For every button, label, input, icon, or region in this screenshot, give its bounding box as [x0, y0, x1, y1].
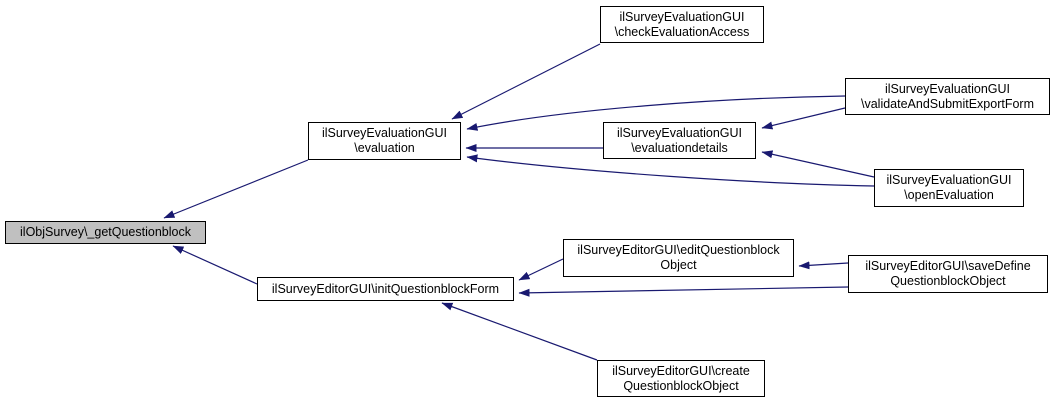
node-createQuestionblockObject[interactable]: ilSurveyEditorGUI\create QuestionblockOb…	[597, 360, 765, 397]
edge-validateAndSubmitExportForm-to-evaluation	[466, 95, 846, 131]
edge-openEvaluation-to-evaluation	[466, 154, 875, 187]
edge-editQuestionblockObject-to-initQuestionblockForm	[518, 258, 564, 281]
node-evaluationdetails[interactable]: ilSurveyEvaluationGUI \evaluationdetails	[603, 122, 756, 159]
edge-createQuestionblockObject-to-initQuestionblockForm	[441, 302, 598, 361]
edge-evaluation-to-getQuestionblock	[163, 159, 309, 219]
node-initQuestionblockForm[interactable]: ilSurveyEditorGUI\initQuestionblockForm	[257, 277, 514, 301]
edge-validateAndSubmitExportForm-to-evaluationdetails	[761, 107, 846, 130]
edge-initQuestionblockForm-to-getQuestionblock	[172, 245, 258, 285]
node-checkEvaluationAccess[interactable]: ilSurveyEvaluationGUI \checkEvaluationAc…	[600, 6, 764, 43]
edge-saveDefineQuestionblockObject-to-initQuestionblockForm	[518, 286, 849, 297]
node-saveDefineQuestionblockObject[interactable]: ilSurveyEditorGUI\saveDefine Questionblo…	[848, 255, 1048, 293]
node-openEvaluation[interactable]: ilSurveyEvaluationGUI \openEvaluation	[874, 169, 1024, 207]
edge-saveDefineQuestionblockObject-to-editQuestionblockObject	[798, 261, 849, 270]
edge-checkEvaluationAccess-to-evaluation	[451, 43, 601, 120]
node-evaluation[interactable]: ilSurveyEvaluationGUI \evaluation	[308, 122, 461, 160]
edge-openEvaluation-to-evaluationdetails	[761, 150, 875, 178]
node-validateAndSubmitExportForm[interactable]: ilSurveyEvaluationGUI \validateAndSubmit…	[845, 78, 1050, 115]
node-getQuestionblock: ilObjSurvey\_getQuestionblock	[5, 221, 206, 244]
node-editQuestionblockObject[interactable]: ilSurveyEditorGUI\editQuestionblock Obje…	[563, 239, 794, 277]
